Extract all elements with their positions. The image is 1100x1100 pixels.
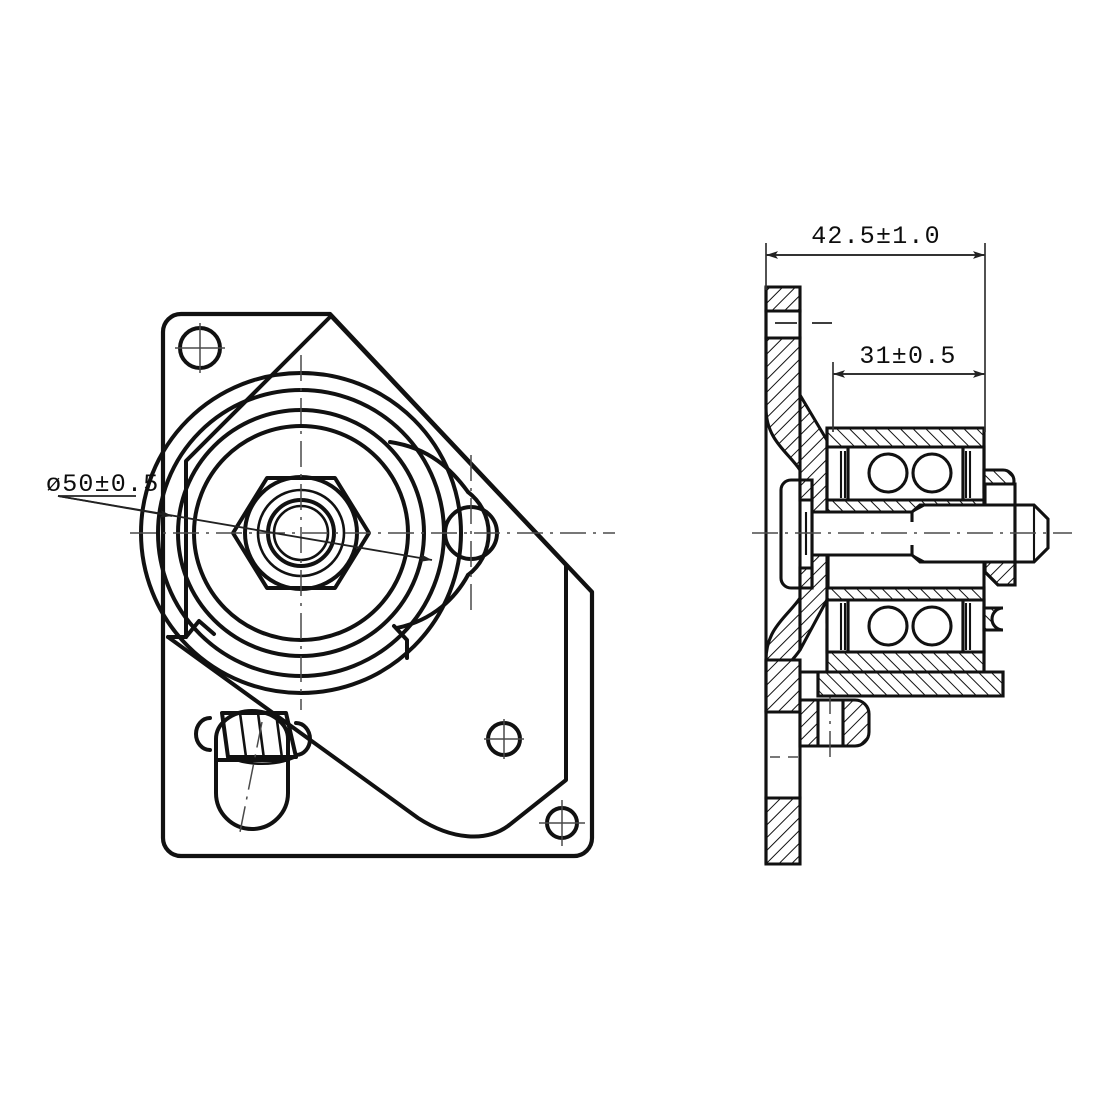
flange-lower-leg-mid: [764, 710, 802, 800]
bearing-width-dimension-label: 31±0.5: [859, 342, 956, 371]
bearing-ball-upper-2: [911, 452, 953, 494]
casting-lower-web-edge: [166, 595, 568, 839]
bearing-cup-lower-flange-outline: [800, 670, 1005, 698]
mounting-hole-top-left: [175, 323, 225, 373]
flange-lower-leg: [764, 658, 802, 714]
section-view: 42.5±1.0 31±0.5: [752, 222, 1072, 866]
bolt-head-hatch-upper: [798, 478, 814, 502]
flange-top-arm: [764, 285, 802, 313]
bearing-ball-lower-1: [867, 605, 909, 647]
hex-bolt-head: [779, 478, 814, 590]
mounting-hole-corner: [539, 800, 585, 846]
lug-arm-lower: [395, 573, 470, 630]
nut-thread-hatch: [983, 560, 1017, 587]
diameter-leader: [57, 495, 433, 562]
dimension-bearing-width: [832, 362, 985, 432]
bearing-ball-lower-2: [911, 605, 953, 647]
flange-lower-leg-bottom: [764, 796, 802, 866]
bearing-ball-upper-1: [867, 452, 909, 494]
grease-nipple: [194, 709, 312, 833]
front-view: ø50±0.5: [46, 311, 615, 859]
bearing-cup-lower-flange: [800, 670, 1005, 698]
lug-arm-upper: [388, 440, 470, 494]
flange-hole-gap-top: [764, 309, 802, 340]
diameter-dimension-label: ø50±0.5: [46, 470, 159, 499]
overall-width-dimension-label: 42.5±1.0: [811, 222, 941, 251]
bolt-head-hatch-lower: [798, 566, 814, 590]
bearing-retainer-lower-right: [982, 606, 1004, 632]
nut-retainer-upper: [983, 482, 1017, 507]
shaft-taper: [911, 504, 926, 513]
bearing-seal-hatch-lower: [839, 603, 972, 650]
mounting-plate-outline: [160, 311, 595, 859]
boss-notch-left: [184, 619, 216, 639]
nut-thread-outline: [983, 560, 1017, 587]
dimension-overall-width: [765, 243, 986, 432]
mounting-hole-bottom-right: [484, 719, 524, 759]
shaft-taper-lower: [911, 554, 926, 563]
bearing-seal-hatch-upper: [839, 451, 972, 498]
boss-notch-step: [392, 624, 409, 660]
casting-web-profile-right: [329, 314, 568, 599]
